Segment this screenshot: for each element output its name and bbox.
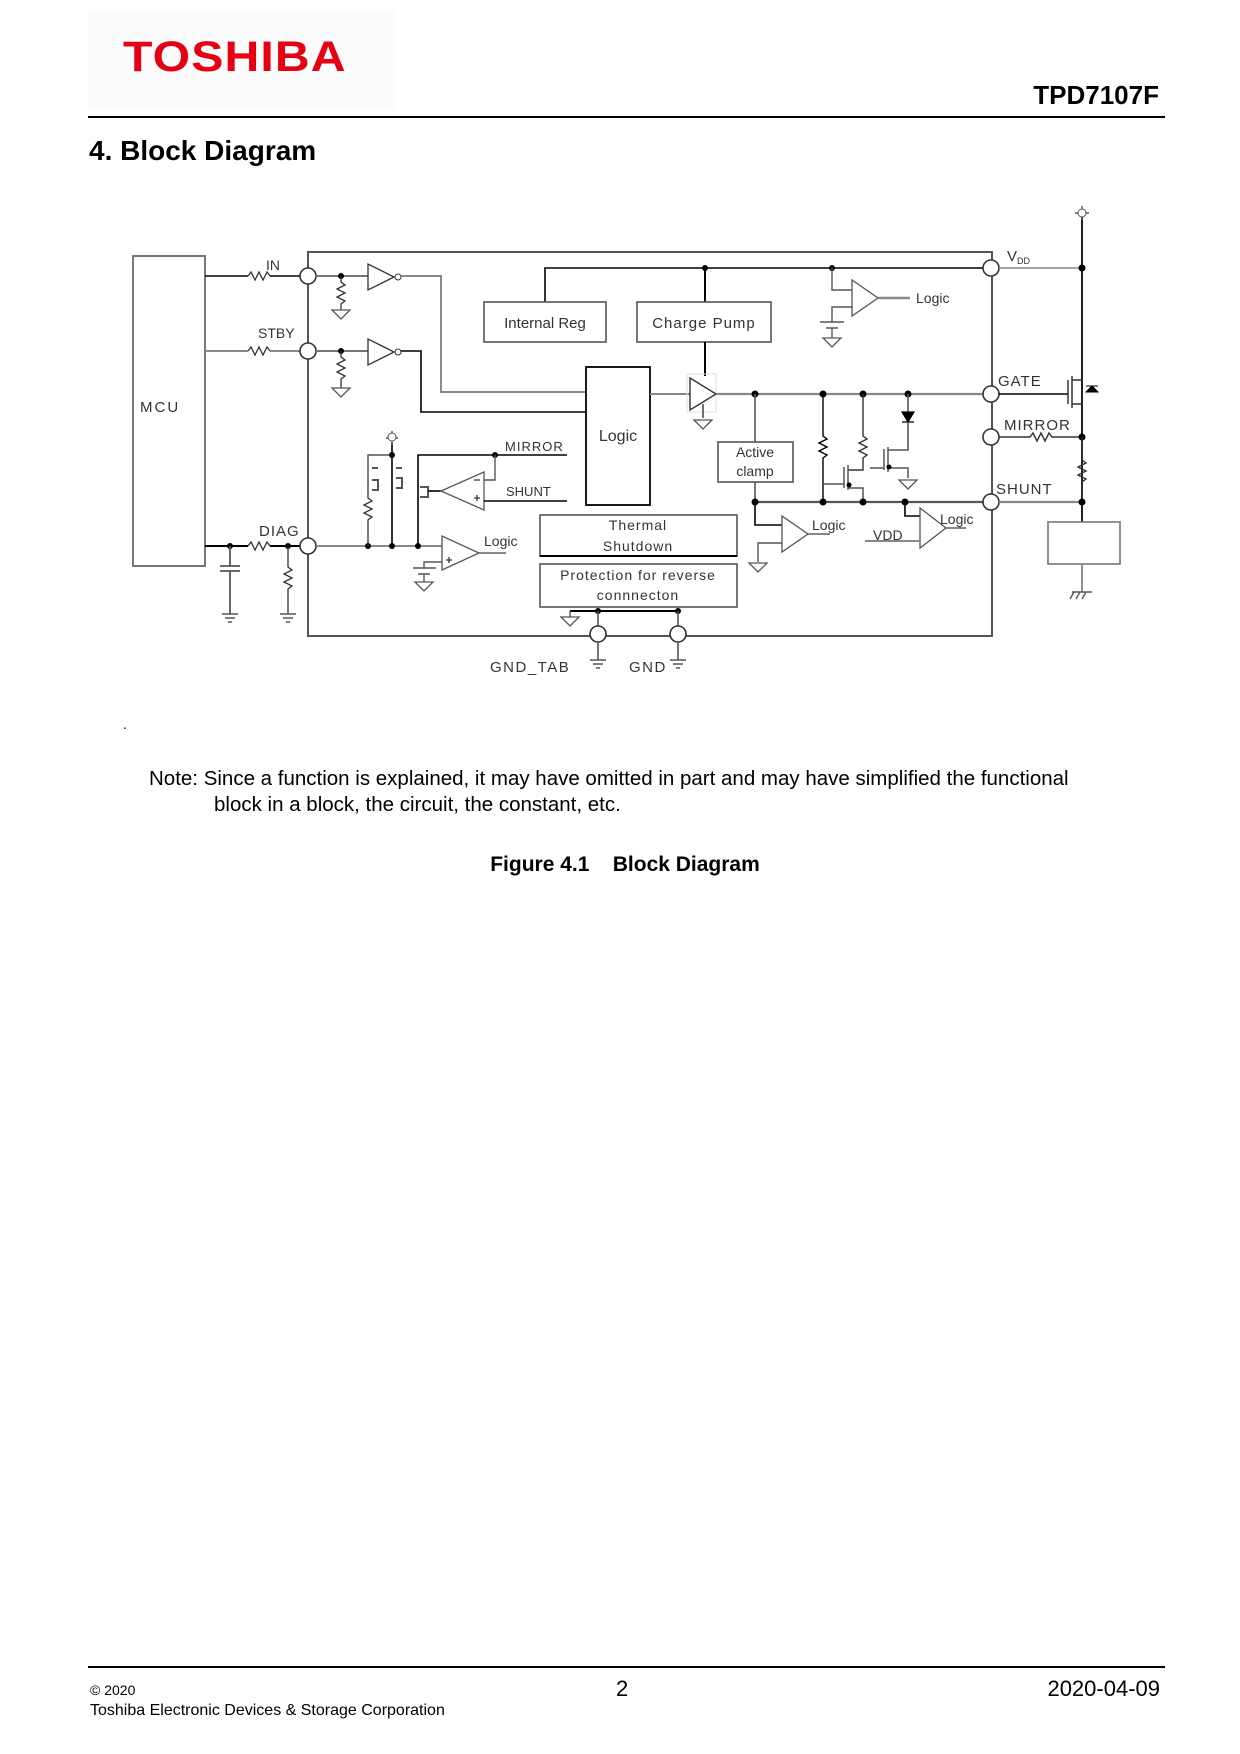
schmitt-buffer-icon — [367, 337, 396, 367]
note: Note: Since a function is explained, it … — [149, 766, 1149, 818]
charge-pump-label: Charge Pump — [652, 315, 756, 332]
diag-output-path — [205, 537, 442, 623]
page-number: 2 — [616, 1676, 629, 1701]
active-clamp-label-2: clamp — [736, 463, 774, 479]
gate-driver-icon — [689, 376, 718, 412]
active-clamp-label-1: Active — [736, 444, 774, 460]
logic-block — [585, 366, 651, 506]
footer-rule — [88, 1666, 1165, 1668]
thermal-label-1: Thermal — [609, 517, 667, 533]
pin-label-diag: DIAG — [259, 523, 300, 540]
part-number: TPD7107F — [1033, 80, 1159, 110]
copyright: © 2020 — [90, 1682, 136, 1698]
thermal-label-2: Shutdown — [603, 538, 673, 554]
pin-label-shunt: SHUNT — [996, 481, 1053, 498]
mcu-block — [132, 255, 206, 567]
logic-label-shunt-comparator: Logic — [940, 511, 973, 527]
internal-reg-label: Internal Reg — [504, 315, 586, 332]
schmitt-buffer-icon — [367, 262, 396, 292]
logic-block-label: Logic — [599, 428, 637, 445]
mirror-internal-label: MIRROR — [505, 439, 564, 454]
pin-label-gnd: GND — [629, 659, 667, 676]
note-line-2: block in a block, the circuit, the const… — [214, 793, 621, 816]
reverse-protection-block — [539, 563, 738, 608]
diode-icon — [900, 411, 916, 424]
stby-input-path — [205, 337, 586, 413]
pin-label-in: IN — [266, 257, 280, 273]
pin-vdd-icon — [982, 259, 1000, 277]
opamp-icon — [439, 471, 485, 511]
logic-label-vdd-comparator: Logic — [916, 290, 949, 306]
pin-diag-icon — [299, 537, 317, 555]
internal-reg-block — [483, 301, 607, 343]
capacitor-icon — [220, 546, 240, 614]
pin-label-gnd-tab: GND_TAB — [490, 659, 570, 676]
mosfet-icon — [372, 467, 379, 491]
chassis-ground-icon — [1069, 591, 1092, 600]
mosfet-icon — [824, 465, 864, 502]
chip-outline — [307, 251, 993, 637]
section-title: 4. Block Diagram — [89, 135, 317, 166]
pin-gnd-tab-icon — [589, 625, 607, 643]
active-clamp-block — [717, 441, 794, 483]
stray-mark: . — [123, 716, 127, 732]
power-mosfet-icon — [1067, 376, 1082, 408]
resistor-icon — [247, 345, 271, 357]
pin-label-mirror: MIRROR — [1004, 417, 1071, 434]
resistor-icon — [247, 270, 271, 282]
pin-label-gate: GATE — [998, 373, 1042, 390]
in-input-path — [205, 262, 586, 393]
comparator-icon — [851, 278, 880, 318]
logic-label-clamp-comparator: Logic — [812, 517, 845, 533]
pin-label-stby: STBY — [258, 325, 295, 341]
note-line-1: Note: Since a function is explained, it … — [149, 767, 1069, 790]
pin-label-vdd: VDD — [1007, 248, 1031, 266]
comparator-icon — [441, 534, 481, 572]
comparator-icon — [781, 514, 810, 554]
mosfet-icon — [396, 467, 403, 489]
header-rule — [88, 116, 1165, 118]
pin-mirror-icon — [982, 428, 1000, 446]
company-name: Toshiba Electronic Devices & Storage Cor… — [90, 1702, 445, 1719]
resistor-icon — [247, 540, 271, 552]
thermal-shutdown-block — [539, 514, 738, 557]
mcu-label: MCU — [140, 399, 180, 416]
logo-background — [88, 10, 396, 110]
toshiba-logo: TOSHIBA — [123, 33, 347, 81]
reverse-label-1: Protection for reverse — [560, 567, 716, 583]
block-diagram: MCU IN STBY Internal Reg Charge P — [132, 206, 1121, 676]
pin-in-icon — [299, 267, 317, 285]
pin-stby-icon — [299, 342, 317, 360]
document-date: 2020-04-09 — [1047, 1676, 1160, 1701]
figure-caption: Figure 4.1 Block Diagram — [490, 853, 760, 876]
reverse-label-2: connnecton — [597, 587, 679, 603]
pin-gate-icon — [982, 385, 1000, 403]
comparator-icon — [919, 506, 948, 550]
pin-gnd-icon — [669, 625, 687, 643]
logic-label-diag-comparator: Logic — [484, 533, 517, 549]
load-block — [1047, 521, 1121, 565]
vdd-internal-label: VDD — [873, 527, 903, 543]
mosfet-icon — [870, 447, 909, 478]
shunt-internal-label: SHUNT — [506, 484, 551, 499]
